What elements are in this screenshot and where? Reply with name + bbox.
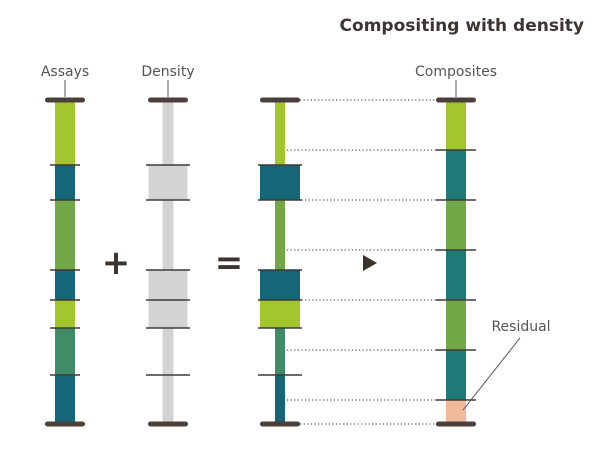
- assay-interval: [55, 200, 75, 270]
- density-interval: [162, 200, 174, 270]
- weighted-interval: [260, 270, 300, 300]
- assays-top-cap: [45, 97, 85, 103]
- equals-operator: =: [215, 243, 244, 283]
- density-interval: [162, 328, 174, 375]
- density-interval: [162, 100, 174, 165]
- weighted-interval: [275, 375, 285, 424]
- density-top-cap: [148, 97, 188, 103]
- weighted-top-cap: [260, 97, 300, 103]
- assays-bottom-cap: [45, 421, 85, 427]
- assay-interval: [55, 100, 75, 165]
- assay-interval: [55, 165, 75, 200]
- play-arrow-icon: [363, 255, 377, 271]
- composites-column: [436, 97, 476, 427]
- weighted-interval: [260, 165, 300, 200]
- composite-interval: [446, 350, 466, 400]
- density-interval: [162, 375, 174, 424]
- density-interval: [148, 165, 188, 200]
- weighted-bottom-cap: [260, 421, 300, 427]
- weighted-interval: [275, 100, 285, 165]
- density-interval: [148, 300, 188, 328]
- composites-bottom-cap: [436, 421, 476, 427]
- density-column: [146, 97, 190, 427]
- weighted-interval: [260, 300, 300, 328]
- composite-interval: [446, 250, 466, 300]
- residual-label: Residual: [491, 319, 550, 335]
- plus-operator: +: [102, 243, 131, 283]
- composite-interval: [446, 150, 466, 200]
- composites-heading: Composites: [415, 64, 497, 80]
- residual-interval: [446, 400, 466, 424]
- dotted-guide-lines: [287, 99, 436, 425]
- assay-interval: [55, 328, 75, 375]
- density-heading: Density: [141, 64, 194, 80]
- composites-top-cap: [436, 97, 476, 103]
- density-bottom-cap: [148, 421, 188, 427]
- assay-interval: [55, 270, 75, 300]
- composite-interval: [446, 200, 466, 250]
- assays-column: [45, 97, 85, 427]
- composite-interval: [446, 100, 466, 150]
- density-interval: [148, 270, 188, 300]
- residual-leader: [462, 337, 521, 411]
- diagram-title: Compositing with density: [340, 16, 584, 36]
- density-weighted-column: [258, 97, 302, 427]
- assay-interval: [55, 375, 75, 424]
- assays-heading: Assays: [41, 64, 89, 80]
- composite-interval: [446, 300, 466, 350]
- weighted-interval: [275, 200, 285, 270]
- assay-interval: [55, 300, 75, 328]
- weighted-interval: [275, 328, 285, 375]
